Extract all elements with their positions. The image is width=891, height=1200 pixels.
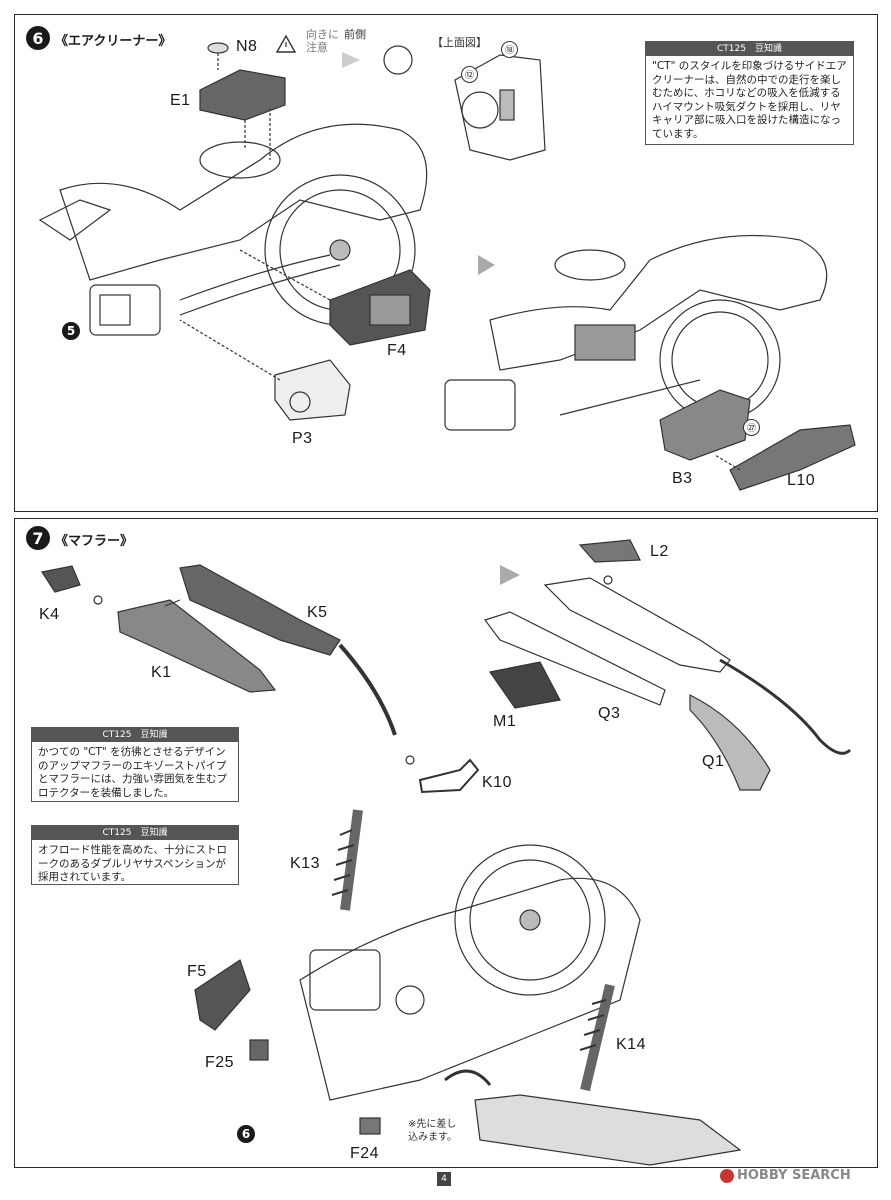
part-label-B3: B3 bbox=[672, 470, 693, 487]
step7-title: 《マフラー》 bbox=[55, 534, 134, 549]
watermark-text: HOBBY SEARCH bbox=[737, 1168, 851, 1183]
top-view-num-12: ⑫ bbox=[461, 66, 478, 83]
callout-num-27: ㉗ bbox=[743, 419, 760, 436]
watermark: HOBBY SEARCH bbox=[720, 1168, 851, 1183]
top-view-num-18: ⑱ bbox=[501, 41, 518, 58]
part-label-L10: L10 bbox=[787, 472, 816, 489]
trivia-text: かつての "CT" を彷彿とさせるデザインのアップマフラーのエキゾーストパイプと… bbox=[38, 746, 227, 799]
part-label-K14: K14 bbox=[616, 1036, 646, 1053]
orientation-note: 向きに 注意 bbox=[306, 28, 339, 54]
part-label-L2: L2 bbox=[650, 543, 669, 560]
watermark-logo-icon bbox=[720, 1168, 734, 1183]
prior-step-5-marker: 5 bbox=[62, 322, 80, 340]
part-label-K4: K4 bbox=[39, 606, 60, 623]
part-label-K5: K5 bbox=[307, 604, 328, 621]
trivia-text: "CT" のスタイルを印象づけるサイドエアクリーナーは、自然の中での走行を楽しむ… bbox=[652, 60, 847, 140]
step6-number: 6 bbox=[26, 26, 50, 50]
front-side-label: 前側 bbox=[344, 28, 366, 41]
top-view-label: 【上面図】 bbox=[432, 36, 487, 49]
trivia-text: オフロード性能を高めた、十分にストロークのあるダブルリヤサスペンションが採用され… bbox=[38, 844, 227, 883]
part-label-F5: F5 bbox=[187, 963, 207, 980]
step7-trivia-box-2: CT125 豆知識 オフロード性能を高めた、十分にストロークのあるダブルリヤサス… bbox=[31, 825, 239, 885]
prior-step-6-marker: 6 bbox=[237, 1125, 255, 1143]
step7-trivia-box-1: CT125 豆知識 かつての "CT" を彷彿とさせるデザインのアップマフラーの… bbox=[31, 727, 239, 802]
part-label-K1: K1 bbox=[151, 664, 172, 681]
step6-trivia-box: CT125 豆知識 "CT" のスタイルを印象づけるサイドエアクリーナーは、自然… bbox=[645, 41, 854, 145]
part-label-F25: F25 bbox=[205, 1054, 235, 1071]
page-number: 4 bbox=[437, 1172, 451, 1186]
part-label-M1: M1 bbox=[493, 713, 517, 730]
step6-title: 《エアクリーナー》 bbox=[55, 34, 172, 49]
part-label-Q3: Q3 bbox=[598, 705, 621, 722]
trivia-title: CT125 豆知識 bbox=[646, 42, 853, 56]
part-label-F4: F4 bbox=[387, 342, 407, 359]
part-label-F24: F24 bbox=[350, 1145, 380, 1162]
part-label-N8: N8 bbox=[236, 38, 258, 55]
step7-number: 7 bbox=[26, 526, 50, 550]
trivia-title: CT125 豆知識 bbox=[32, 826, 238, 840]
trivia-title: CT125 豆知識 bbox=[32, 728, 238, 742]
part-label-E1: E1 bbox=[170, 92, 191, 109]
part-label-Q1: Q1 bbox=[702, 753, 725, 770]
insert-first-note: ※先に差し 込みます。 bbox=[408, 1119, 457, 1143]
part-label-K13: K13 bbox=[290, 855, 320, 872]
part-label-P3: P3 bbox=[292, 430, 313, 447]
part-label-K10: K10 bbox=[482, 774, 512, 791]
